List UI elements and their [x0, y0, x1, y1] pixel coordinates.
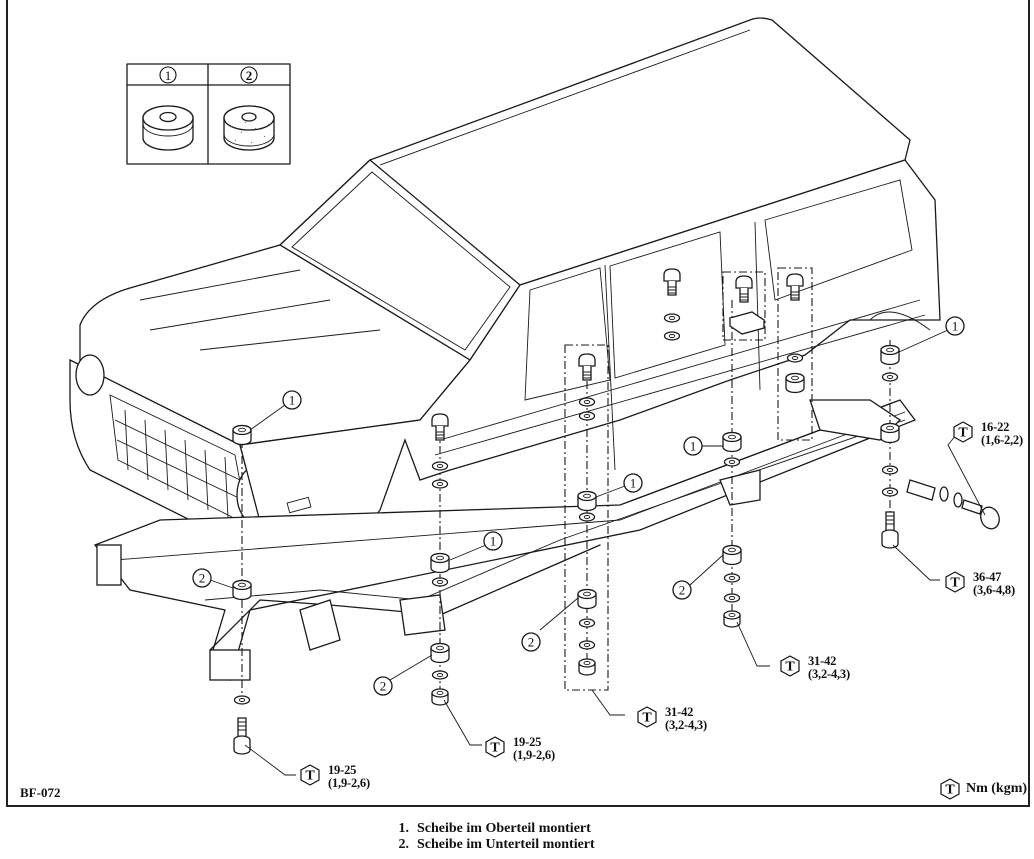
torque-kgm: (3,2-4,3)	[808, 667, 850, 681]
torque-spec-front-bolt: 19-25(1,9-2,6)	[300, 764, 370, 790]
rear-inner-bracket-box	[722, 271, 766, 341]
rear-bracket-parts	[728, 273, 805, 394]
rear-inner-mount-stack	[663, 268, 742, 628]
rear-inner-mount-group-box	[777, 267, 813, 441]
torque-kgm: (1,9-2,6)	[328, 776, 370, 790]
torque-hex-icon	[780, 655, 800, 677]
rear-side-bolt-assembly	[906, 479, 1000, 530]
callout-2-second: 2	[373, 654, 433, 696]
unit-legend: Nm (kgm)	[940, 778, 1027, 800]
chassis-frame	[93, 399, 917, 682]
torque-nm: 36-47	[973, 570, 1002, 584]
inset-column-2-number: 2	[239, 66, 259, 88]
diagram-frame	[6, 0, 1030, 807]
callout-1-rear-outer: 1	[898, 316, 965, 353]
callout-1-second: 1	[449, 531, 503, 561]
torque-nm: 31-42	[665, 705, 694, 719]
svg-text:2: 2	[380, 679, 387, 694]
torque-spec-rear-side-bolt: 16-22(1,6-2,2)	[953, 421, 1023, 447]
svg-text:2: 2	[246, 68, 253, 83]
torque-hex-icon	[940, 778, 960, 800]
svg-text:2: 2	[528, 635, 535, 650]
inset-box	[126, 63, 291, 165]
svg-text:1: 1	[490, 534, 497, 549]
inset-column-1-number: 1	[158, 66, 178, 88]
torque-nm: 31-42	[808, 654, 837, 668]
torque-hex-icon	[300, 764, 320, 786]
torque-nm: 16-22	[981, 420, 1010, 434]
svg-text:2: 2	[679, 583, 686, 598]
vehicle-body-outline	[69, 17, 941, 581]
callouts: 1 2 1 2 1 2 1 2 1	[192, 316, 965, 696]
torque-spec-second-nut: 19-25(1,9-2,6)	[485, 736, 555, 762]
callout-2-rear-inner: 2	[672, 554, 724, 600]
torque-hex-icon	[637, 706, 657, 728]
callout-1-center: 1	[595, 473, 643, 498]
torque-kgm: (1,9-2,6)	[513, 748, 555, 762]
torque-hex-icon	[953, 421, 973, 443]
rear-outer-mount-stack	[880, 340, 900, 549]
callout-1-rear-inner: 1	[683, 436, 723, 456]
callout-2-front: 2	[192, 568, 234, 589]
torque-kgm: (3,2-4,3)	[665, 718, 707, 732]
torque-spec-rear-inner-nut: 31-42(3,2-4,3)	[780, 655, 850, 681]
torque-kgm: (1,6-2,2)	[981, 433, 1023, 447]
torque-kgm: (3,6-4,8)	[973, 583, 1015, 597]
diagram-id: BF-072	[20, 785, 61, 800]
callout-1-front: 1	[249, 390, 302, 431]
footnotes: 1.Scheibe im Oberteil montiert 2.Scheibe…	[395, 821, 595, 853]
unit-legend-text: Nm (kgm)	[966, 780, 1028, 796]
second-mount-stack	[430, 413, 450, 706]
torque-spec-rear-outer-bolt: 36-47(3,6-4,8)	[945, 571, 1015, 597]
inset-bushing-2-icon	[223, 105, 275, 151]
center-mount-stack	[577, 353, 597, 676]
footnote-2: 2.Scheibe im Unterteil montiert	[398, 837, 595, 852]
svg-text:1: 1	[690, 439, 697, 454]
footnote-1: 1.Scheibe im Oberteil montiert	[398, 821, 591, 836]
inset-bushing-1-icon	[142, 105, 194, 151]
torque-nm: 19-25	[328, 763, 357, 777]
svg-text:2: 2	[199, 571, 206, 586]
svg-text:1: 1	[289, 393, 296, 408]
torque-nm: 19-25	[513, 735, 542, 749]
front-mount-stack	[232, 424, 252, 755]
center-mount-group-box	[564, 344, 609, 691]
torque-hex-icon	[485, 736, 505, 758]
torque-spec-center-nut: 31-42(3,2-4,3)	[637, 706, 707, 732]
svg-text:1: 1	[165, 68, 172, 83]
svg-text:1: 1	[630, 476, 637, 491]
svg-text:1: 1	[952, 319, 959, 334]
callout-2-center: 2	[521, 597, 579, 652]
torque-hex-icon	[945, 571, 965, 593]
